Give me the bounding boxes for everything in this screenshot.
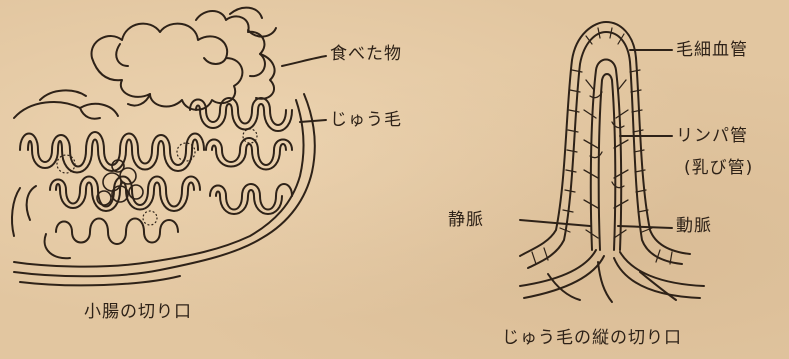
label-lacteal: (乳び管)	[684, 158, 753, 178]
label-vein: 静脈	[448, 210, 484, 230]
leader-artery	[618, 226, 672, 228]
label-food: 食べた物	[330, 44, 402, 64]
intestine-wall-drawing	[12, 94, 315, 285]
label-lymph: リンパ管	[676, 126, 748, 146]
leader-villi	[300, 120, 326, 122]
villus-section-drawing	[520, 22, 704, 302]
label-villi: じゅう毛	[330, 110, 402, 130]
leader-vein	[520, 220, 590, 226]
label-capillary: 毛細血管	[676, 40, 748, 60]
label-artery: 動脈	[676, 216, 712, 236]
caption-villus-section: じゅう毛の縦の切り口	[502, 328, 682, 348]
leader-food	[282, 56, 326, 66]
caption-small-intestine: 小腸の切り口	[84, 302, 192, 322]
